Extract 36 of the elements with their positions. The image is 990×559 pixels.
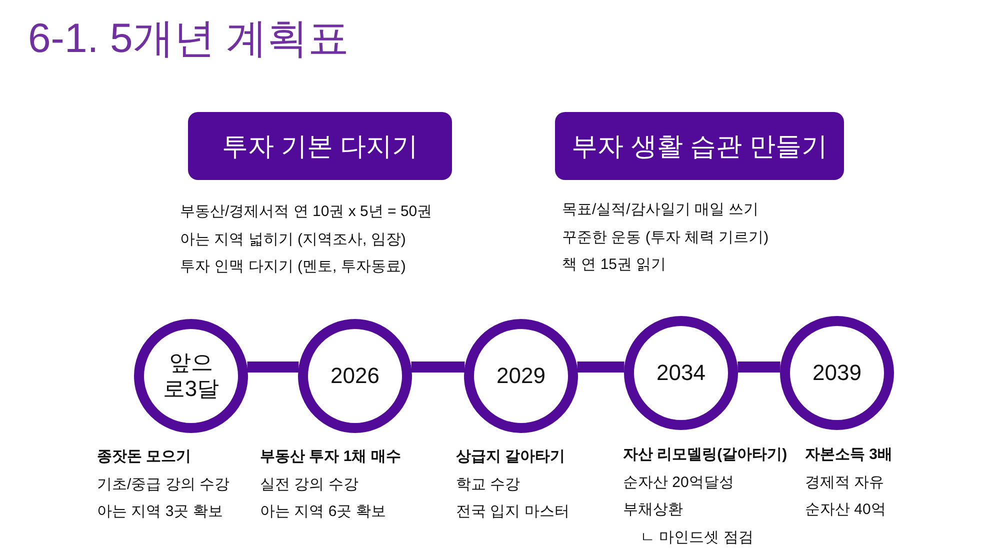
goal-item: 실전 강의 수강 — [260, 474, 358, 494]
goal-item: 경제적 자유 — [805, 472, 884, 492]
milestone-goal-title: 종잣돈 모으기 — [97, 447, 192, 467]
phase-box — [188, 112, 452, 180]
goal-item: 순자산 40억 — [805, 500, 886, 520]
goal-item: 부동산/경제서적 연 10권 x 5년 = 50권 — [180, 202, 432, 222]
goal-item: 전국 입지 마스터 — [456, 502, 570, 522]
milestone-goal-title: 자산 리모델링(갈아타기) — [623, 445, 788, 465]
milestone-label: 2034 — [656, 360, 706, 386]
timeline-connector — [577, 362, 624, 372]
milestone-goal-title: 상급지 갈아타기 — [456, 447, 566, 467]
timeline-connector — [738, 362, 780, 372]
goal-item: 기초/중급 강의 수강 — [97, 474, 230, 494]
phase-title: 투자 기본 다지기 — [222, 130, 418, 162]
milestone-label: 2039 — [812, 360, 862, 386]
milestone-label: 2026 — [330, 362, 380, 390]
goal-item: 아는 지역 3곳 확보 — [97, 502, 223, 522]
goal-item: 목표/실적/감사일기 매일 쓰기 — [562, 200, 759, 220]
phase-box — [555, 112, 844, 180]
goal-item: 꾸준한 운동 (투자 체력 기르기) — [562, 228, 769, 248]
goal-item: 부채상환 — [623, 500, 683, 520]
page-title: 6-1. 5개년 계획표 — [28, 14, 350, 63]
milestone-label: 2029 — [496, 362, 546, 390]
goal-item: 순자산 20억달성 — [623, 472, 734, 492]
goal-item: 아는 지역 넓히기 (지역조사, 임장) — [180, 230, 406, 250]
goal-item: ㄴ 마인드셋 점검 — [640, 528, 754, 548]
goal-item: 아는 지역 6곳 확보 — [260, 502, 386, 522]
phase-title: 부자 생활 습관 만들기 — [572, 130, 828, 162]
goal-item: 투자 인맥 다지기 (멘토, 투자동료) — [180, 257, 406, 277]
goal-item: 책 연 15권 읽기 — [562, 255, 666, 275]
timeline-connector — [247, 362, 299, 372]
goal-item: 학교 수강 — [456, 474, 520, 494]
milestone-goal-title: 자본소득 3배 — [805, 445, 893, 465]
milestone-label: 앞으로3달 — [162, 350, 220, 402]
milestone-goal-title: 부동산 투자 1채 매수 — [260, 447, 401, 467]
timeline-connector — [411, 362, 465, 372]
